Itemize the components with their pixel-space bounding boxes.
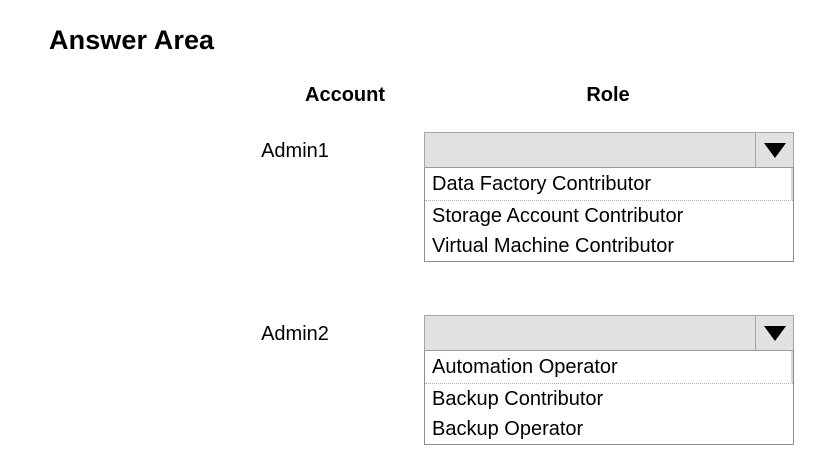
role-option-list-admin1[interactable]: Data Factory Contributor Storage Account…: [424, 168, 794, 262]
role-dropdown-admin2[interactable]: Automation Operator Backup Contributor B…: [424, 315, 794, 445]
account-label-admin1: Admin1: [261, 140, 329, 162]
column-header-role: Role: [586, 84, 630, 106]
column-header-account: Account: [305, 84, 385, 106]
list-inner-edge: [791, 168, 793, 200]
role-dropdown-admin1[interactable]: Data Factory Contributor Storage Account…: [424, 132, 794, 262]
chevron-down-glyph: [763, 142, 786, 158]
role-option-list-admin2[interactable]: Automation Operator Backup Contributor B…: [424, 351, 794, 445]
role-combobox-admin2[interactable]: [424, 315, 794, 351]
role-option-admin1-3[interactable]: Virtual Machine Contributor: [425, 231, 793, 261]
account-label-admin2: Admin2: [261, 323, 329, 345]
role-option-admin1-2[interactable]: Storage Account Contributor: [425, 201, 793, 231]
role-option-admin1-1[interactable]: Data Factory Contributor: [425, 169, 793, 201]
role-option-admin2-3[interactable]: Backup Operator: [425, 414, 793, 444]
page-title: Answer Area: [49, 25, 215, 55]
list-inner-edge: [791, 351, 793, 383]
role-option-admin2-1[interactable]: Automation Operator: [425, 352, 793, 384]
chevron-down-icon[interactable]: [755, 316, 793, 350]
role-combobox-admin1[interactable]: [424, 132, 794, 168]
chevron-down-glyph: [763, 325, 786, 341]
chevron-down-icon[interactable]: [755, 133, 793, 167]
role-option-admin2-2[interactable]: Backup Contributor: [425, 384, 793, 414]
